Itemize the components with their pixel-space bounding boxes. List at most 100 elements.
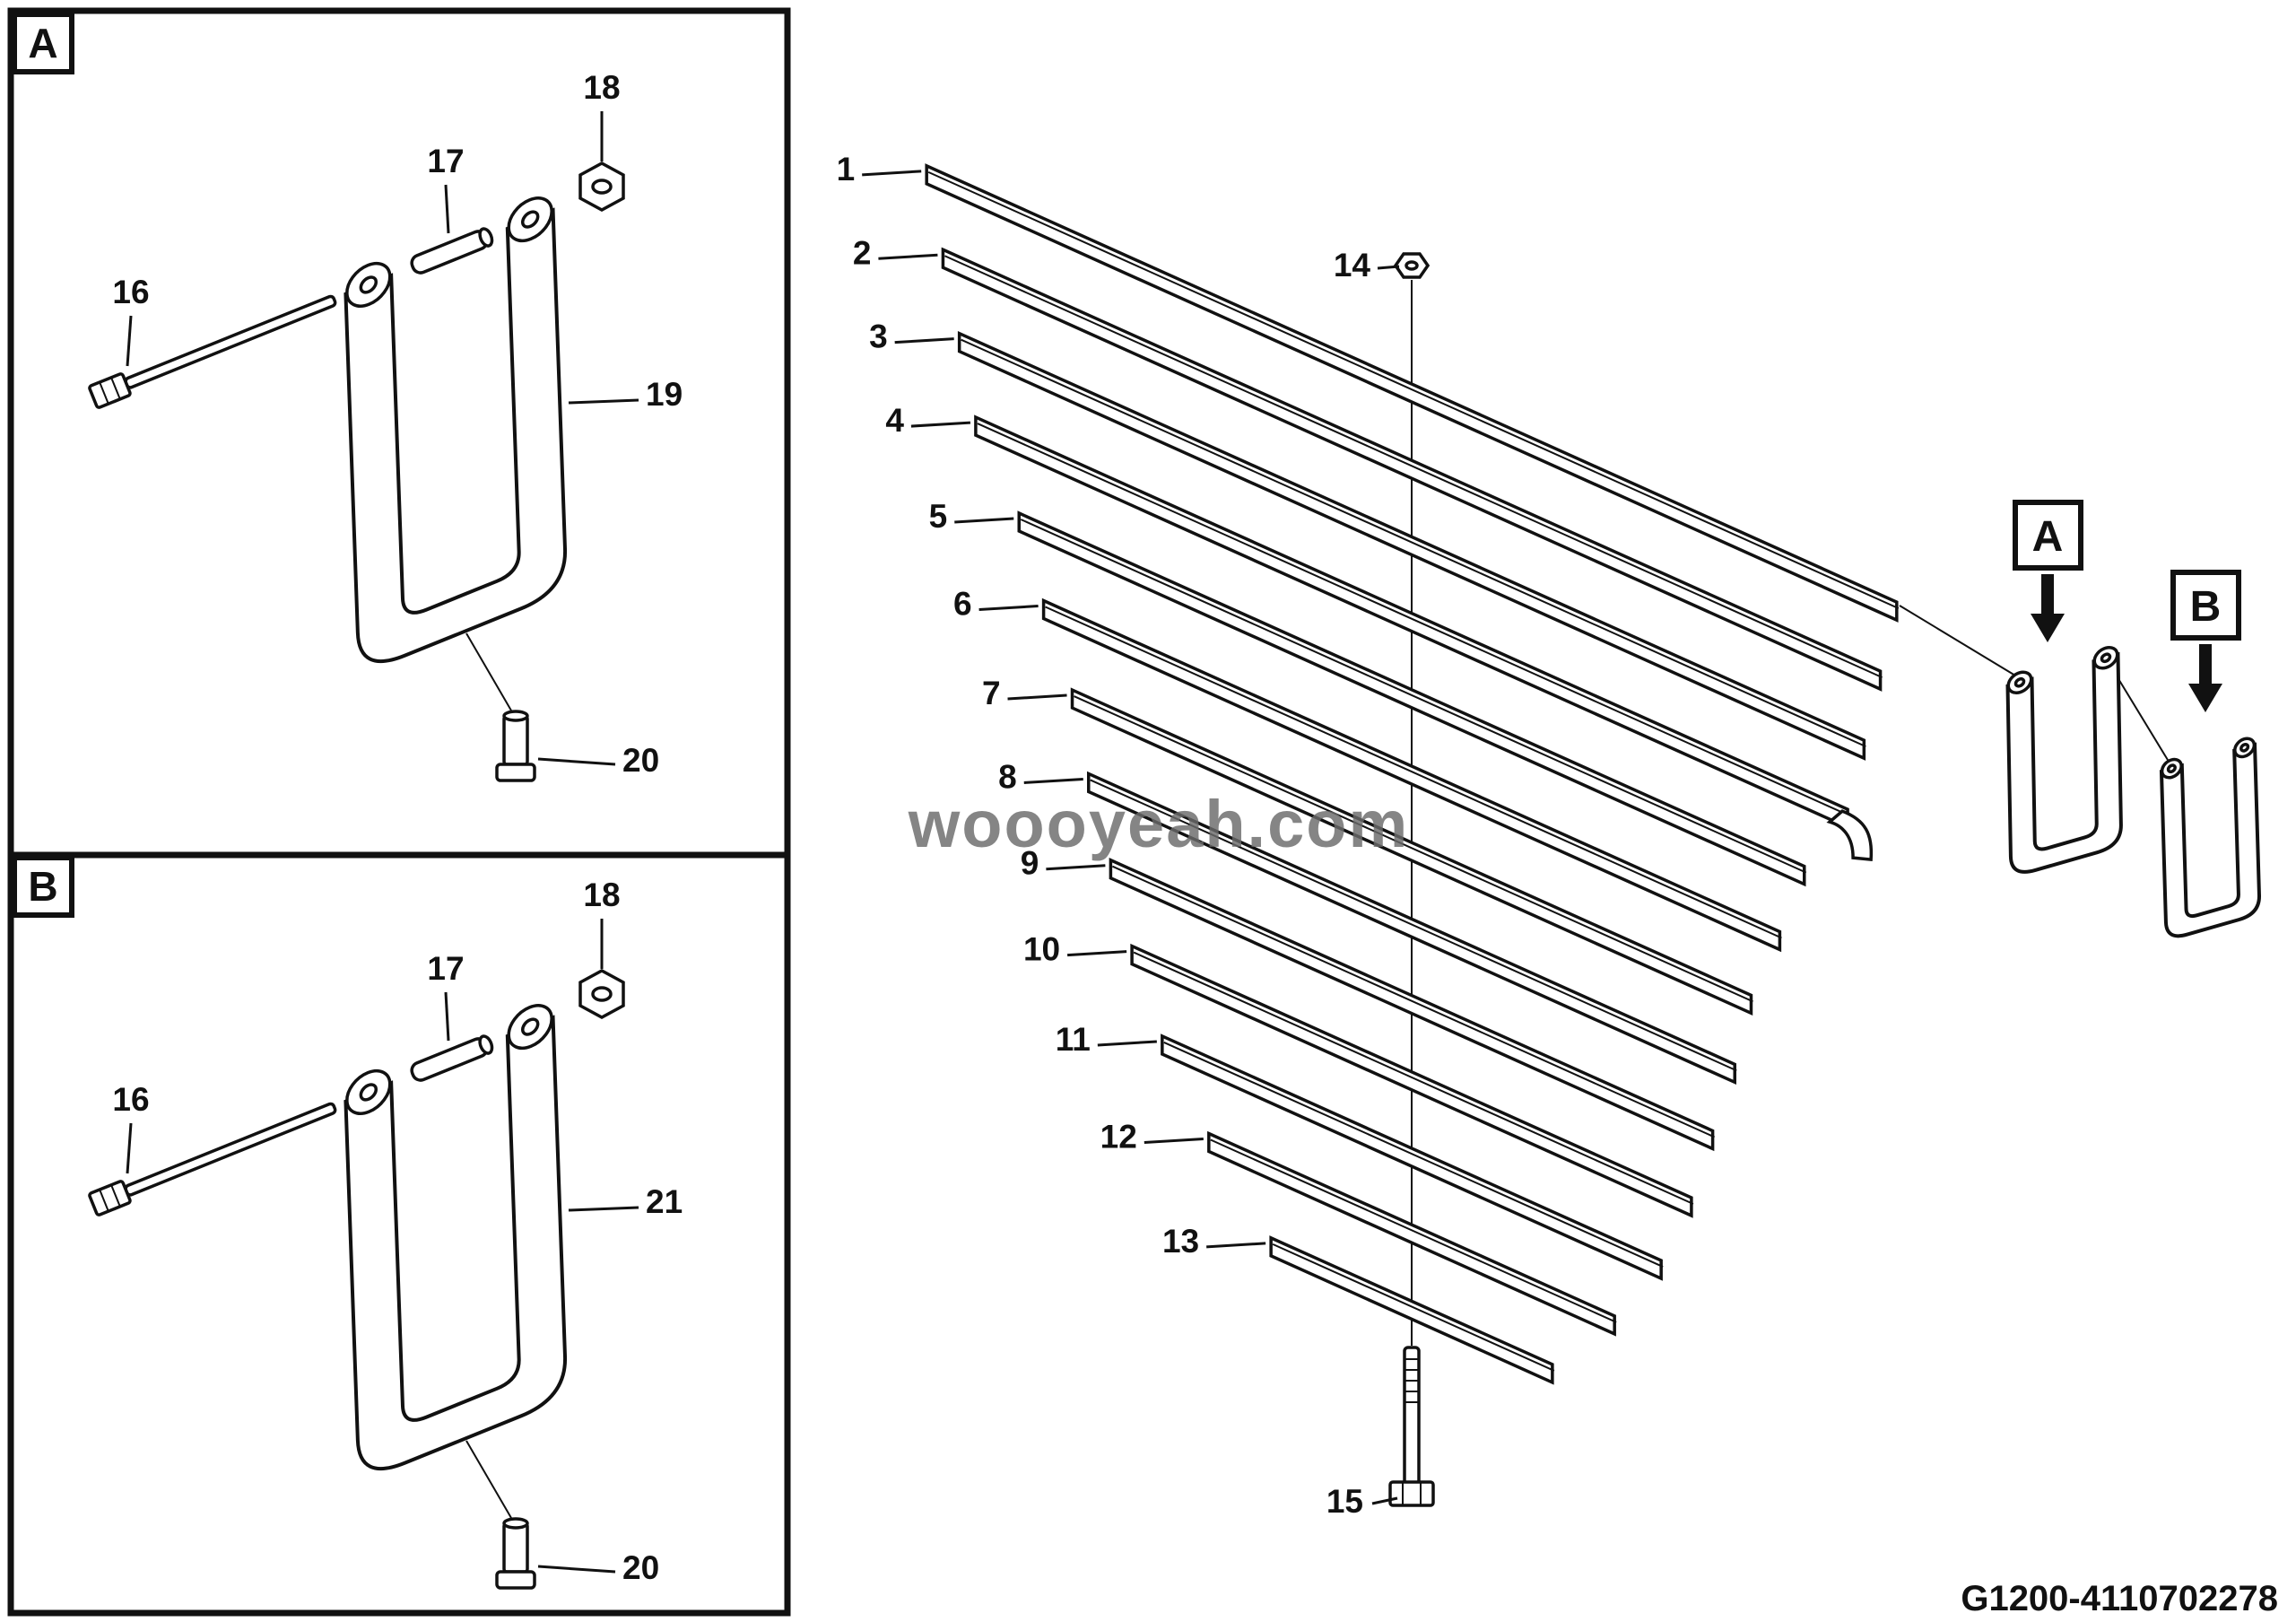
callout-a-letter: A [2032, 513, 2064, 561]
leaf-leader-1 [862, 170, 922, 177]
part-label-17-a: 17 [427, 143, 464, 179]
callout-b-arrow-icon [2188, 644, 2222, 712]
leaf-leader-4 [910, 421, 970, 428]
leader-15 [1371, 1496, 1398, 1505]
leaf-ridge-4 [977, 423, 1850, 817]
leaf-spring-9: 9 [1021, 845, 1716, 1152]
leaf-label-7: 7 [982, 675, 1001, 711]
leaf-spring-13: 13 [1162, 1223, 1555, 1385]
leaf-spring-7: 7 [982, 675, 1753, 1016]
leaf-spring-11: 11 [1056, 1021, 1664, 1281]
leaf-ridge-13 [1272, 1243, 1555, 1372]
leaf-spring-10: 10 [1023, 931, 1694, 1218]
leaf-ridge-5 [1020, 519, 1807, 874]
leaf-ridge-7 [1074, 695, 1753, 1003]
leader-17-b [444, 991, 450, 1042]
part-label-18-a: 18 [583, 69, 620, 106]
leaf-spring-5: 5 [929, 498, 1807, 887]
panel-b-letter-box [12, 855, 74, 918]
leaf-leader-13 [1206, 1242, 1266, 1249]
panel-b-border [7, 851, 791, 1617]
leaf-label-9: 9 [1021, 845, 1039, 882]
part-label-19-a: 19 [646, 376, 683, 413]
part-label-15: 15 [1326, 1483, 1363, 1520]
shackle-a [2005, 642, 2123, 879]
panel-a-parts [89, 163, 623, 780]
leaf-spring-8: 8 [998, 758, 1737, 1086]
leaf-leader-5 [954, 517, 1014, 524]
panel-b-letter: B [28, 863, 57, 910]
shackle-b [2160, 735, 2261, 942]
panel-a-letter: A [28, 20, 57, 66]
callout-b-letter: B [2190, 583, 2222, 631]
callout-a-box [2013, 500, 2083, 571]
leaf-leader-2 [878, 253, 938, 260]
leaf-label-1: 1 [837, 151, 856, 187]
leader-21-b [568, 1206, 639, 1212]
leaf-spring-2: 2 [853, 234, 1883, 692]
leaf-body-7 [1070, 687, 1753, 1016]
leaf-ridge-1 [927, 170, 1900, 610]
part-label-20-a: 20 [622, 742, 659, 779]
panel-a-border [7, 7, 791, 859]
leaf-label-6: 6 [953, 586, 972, 623]
leaf-label-2: 2 [853, 234, 872, 271]
leaf-label-12: 12 [1100, 1119, 1137, 1155]
leaf-ridge-3 [961, 338, 1866, 748]
leaf-label-10: 10 [1023, 931, 1060, 968]
leaf-body-3 [957, 330, 1866, 761]
part-label-21-b: 21 [646, 1183, 683, 1220]
leaf-label-4: 4 [885, 402, 904, 439]
callout-b-box [2170, 570, 2241, 641]
leaf-leader-12 [1144, 1138, 1204, 1145]
leader-20-b [537, 1565, 616, 1574]
leaf-ridge-10 [1133, 951, 1694, 1205]
leaf-body-13 [1269, 1235, 1554, 1385]
leaf-leader-10 [1067, 950, 1127, 957]
leaf-body-8 [1087, 771, 1736, 1086]
panel-b-parts [89, 971, 623, 1588]
part-label-17-b: 17 [427, 950, 464, 987]
center-nut [1393, 252, 1431, 279]
leaf-body-2 [941, 247, 1883, 692]
leaf-leader-3 [894, 337, 954, 344]
leaf-body-10 [1130, 943, 1693, 1218]
leaf-body-9 [1109, 858, 1715, 1152]
leaf-ridge-2 [944, 255, 1883, 679]
leaf-label-11: 11 [1056, 1021, 1091, 1058]
part-label-14: 14 [1334, 247, 1371, 283]
leaf-label-8: 8 [998, 758, 1017, 795]
leader-14 [1377, 265, 1400, 270]
leaf-ridge-11 [1163, 1042, 1664, 1268]
leader-17-a [444, 184, 450, 234]
leader-16-a [126, 315, 133, 367]
leaf-leader-6 [978, 605, 1039, 611]
leader-16-b [126, 1122, 133, 1174]
leaf-to-shackle-a-line [1899, 605, 2021, 679]
leader-20-a [537, 757, 616, 766]
leaf-spring-3: 3 [869, 318, 1866, 761]
leaf-leader-8 [1023, 777, 1083, 784]
part-label-16-a: 16 [112, 274, 149, 310]
leaf-wrapped-end-4 [1826, 809, 1874, 862]
leaf-leader-7 [1007, 693, 1067, 701]
callout-a-arrow-icon [2031, 574, 2065, 642]
part-label-18-b: 18 [583, 876, 620, 913]
leaf-ridge-12 [1210, 1138, 1617, 1323]
part-label-16-b: 16 [112, 1081, 149, 1118]
leaf-label-5: 5 [929, 498, 948, 535]
leaf-ridge-9 [1111, 865, 1716, 1138]
leaf-spring-4: 4 [885, 402, 1874, 862]
leaf-ridge-8 [1090, 779, 1737, 1072]
leaf-ridge-6 [1045, 606, 1782, 939]
leaf-spring-12: 12 [1100, 1119, 1617, 1337]
watermark-text: woooyeah.com [908, 787, 1410, 861]
part-label-20-b: 20 [622, 1549, 659, 1586]
leaf-spring-1: 1 [837, 151, 1900, 623]
leaf-leader-9 [1046, 864, 1106, 871]
leaf-body-12 [1207, 1130, 1616, 1337]
leaf-body-6 [1041, 597, 1782, 953]
leaf-body-11 [1161, 1033, 1663, 1281]
